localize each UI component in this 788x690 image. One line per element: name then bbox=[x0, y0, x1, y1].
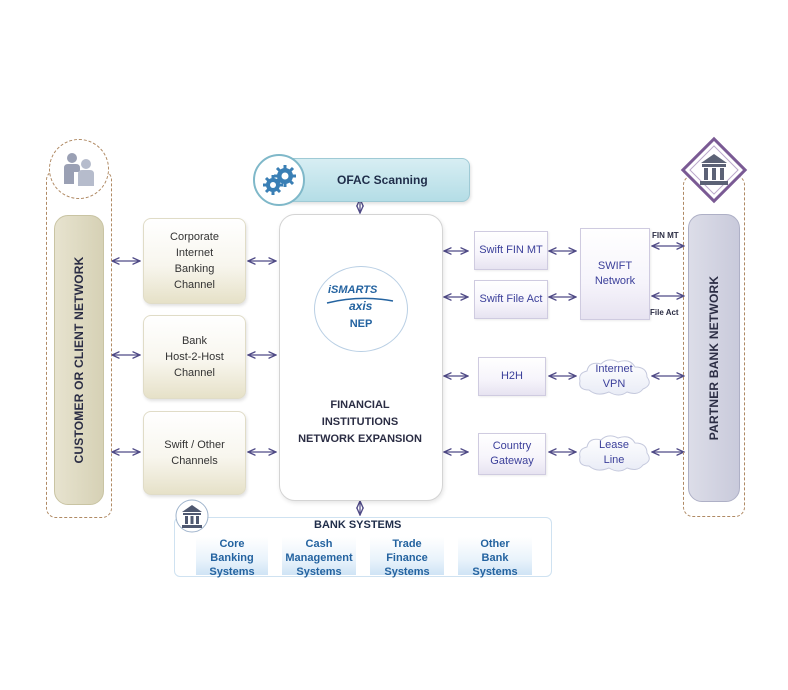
cloud-icon bbox=[579, 359, 650, 396]
logo-swoosh-icon bbox=[326, 297, 394, 304]
channel-label: Corporate Internet Banking Channel bbox=[170, 231, 219, 291]
cloud-icon bbox=[579, 435, 650, 472]
cloud-label: Internet VPN bbox=[595, 363, 633, 390]
channel-bank-host-2-host: Bank Host-2-Host Channel bbox=[143, 315, 246, 399]
center-title-line3: NETWORK EXPANSION bbox=[298, 433, 422, 445]
country-gateway-box: Country Gateway bbox=[478, 433, 546, 475]
bank-system-label: Cash Management Systems bbox=[285, 538, 353, 578]
bank-building-icon bbox=[677, 133, 751, 207]
ofac-scanning-bar: OFAC Scanning bbox=[272, 158, 470, 202]
channel-corporate-internet-banking: Corporate Internet Banking Channel bbox=[143, 218, 246, 304]
file-act-label: File Act bbox=[650, 308, 679, 317]
output-label: Swift FIN MT bbox=[479, 244, 543, 256]
swift-network-label: SWIFT Network bbox=[594, 260, 636, 287]
center-title-line2: INSTITUTIONS bbox=[321, 416, 399, 428]
ismarts-logo-top: iSMARTS bbox=[328, 284, 378, 296]
internet-vpn-cloud: Internet VPN bbox=[575, 354, 653, 400]
h2h-box: H2H bbox=[478, 357, 546, 396]
channel-label: Swift / Other Channels bbox=[164, 439, 225, 467]
nep-label: NEP bbox=[349, 318, 373, 330]
customer-network-pill: CUSTOMER OR CLIENT NETWORK bbox=[54, 215, 104, 505]
lease-line-cloud: Lease Line bbox=[575, 430, 653, 476]
channel-label: Bank Host-2-Host Channel bbox=[165, 335, 224, 379]
swift-fin-mt-box: Swift FIN MT bbox=[474, 231, 548, 270]
bank-system-cash-management: Cash Management Systems bbox=[282, 537, 356, 578]
output-label: Country Gateway bbox=[490, 440, 534, 467]
bank-system-core-banking: Core Banking Systems bbox=[196, 537, 268, 578]
customer-network-label: CUSTOMER OR CLIENT NETWORK bbox=[72, 256, 86, 464]
output-label: H2H bbox=[500, 370, 523, 382]
bank-system-label: Trade Finance Systems bbox=[384, 538, 430, 578]
swift-file-act-box: Swift File Act bbox=[474, 280, 548, 319]
axis-logo-bottom: axis bbox=[349, 299, 373, 313]
gears-icon bbox=[253, 154, 305, 206]
bank-systems-title: BANK SYSTEMS bbox=[314, 519, 402, 531]
users-icon bbox=[49, 139, 109, 199]
center-title-line1: FINANCIAL bbox=[330, 399, 390, 411]
bank-system-trade-finance: Trade Finance Systems bbox=[370, 537, 444, 578]
nep-center-box bbox=[279, 214, 443, 501]
cloud-label: Lease Line bbox=[599, 439, 629, 466]
bank-building-icon bbox=[175, 499, 209, 533]
partner-network-pill: PARTNER BANK NETWORK bbox=[688, 214, 740, 502]
bank-system-label: Other Bank Systems bbox=[472, 538, 518, 578]
fin-mt-label: FIN MT bbox=[652, 231, 679, 240]
nep-logo-circle: iSMARTS axis NEP bbox=[314, 266, 408, 352]
output-label: Swift File Act bbox=[479, 293, 543, 305]
bank-system-other: Other Bank Systems bbox=[458, 537, 532, 578]
bank-system-label: Core Banking Systems bbox=[209, 538, 255, 578]
swift-network-box: SWIFT Network bbox=[580, 228, 650, 320]
center-title: FINANCIAL INSTITUTIONS NETWORK EXPANSION bbox=[279, 397, 441, 448]
ofac-scanning-label: OFAC Scanning bbox=[337, 173, 428, 187]
partner-network-label: PARTNER BANK NETWORK bbox=[707, 275, 721, 441]
channel-swift-other: Swift / Other Channels bbox=[143, 411, 246, 495]
